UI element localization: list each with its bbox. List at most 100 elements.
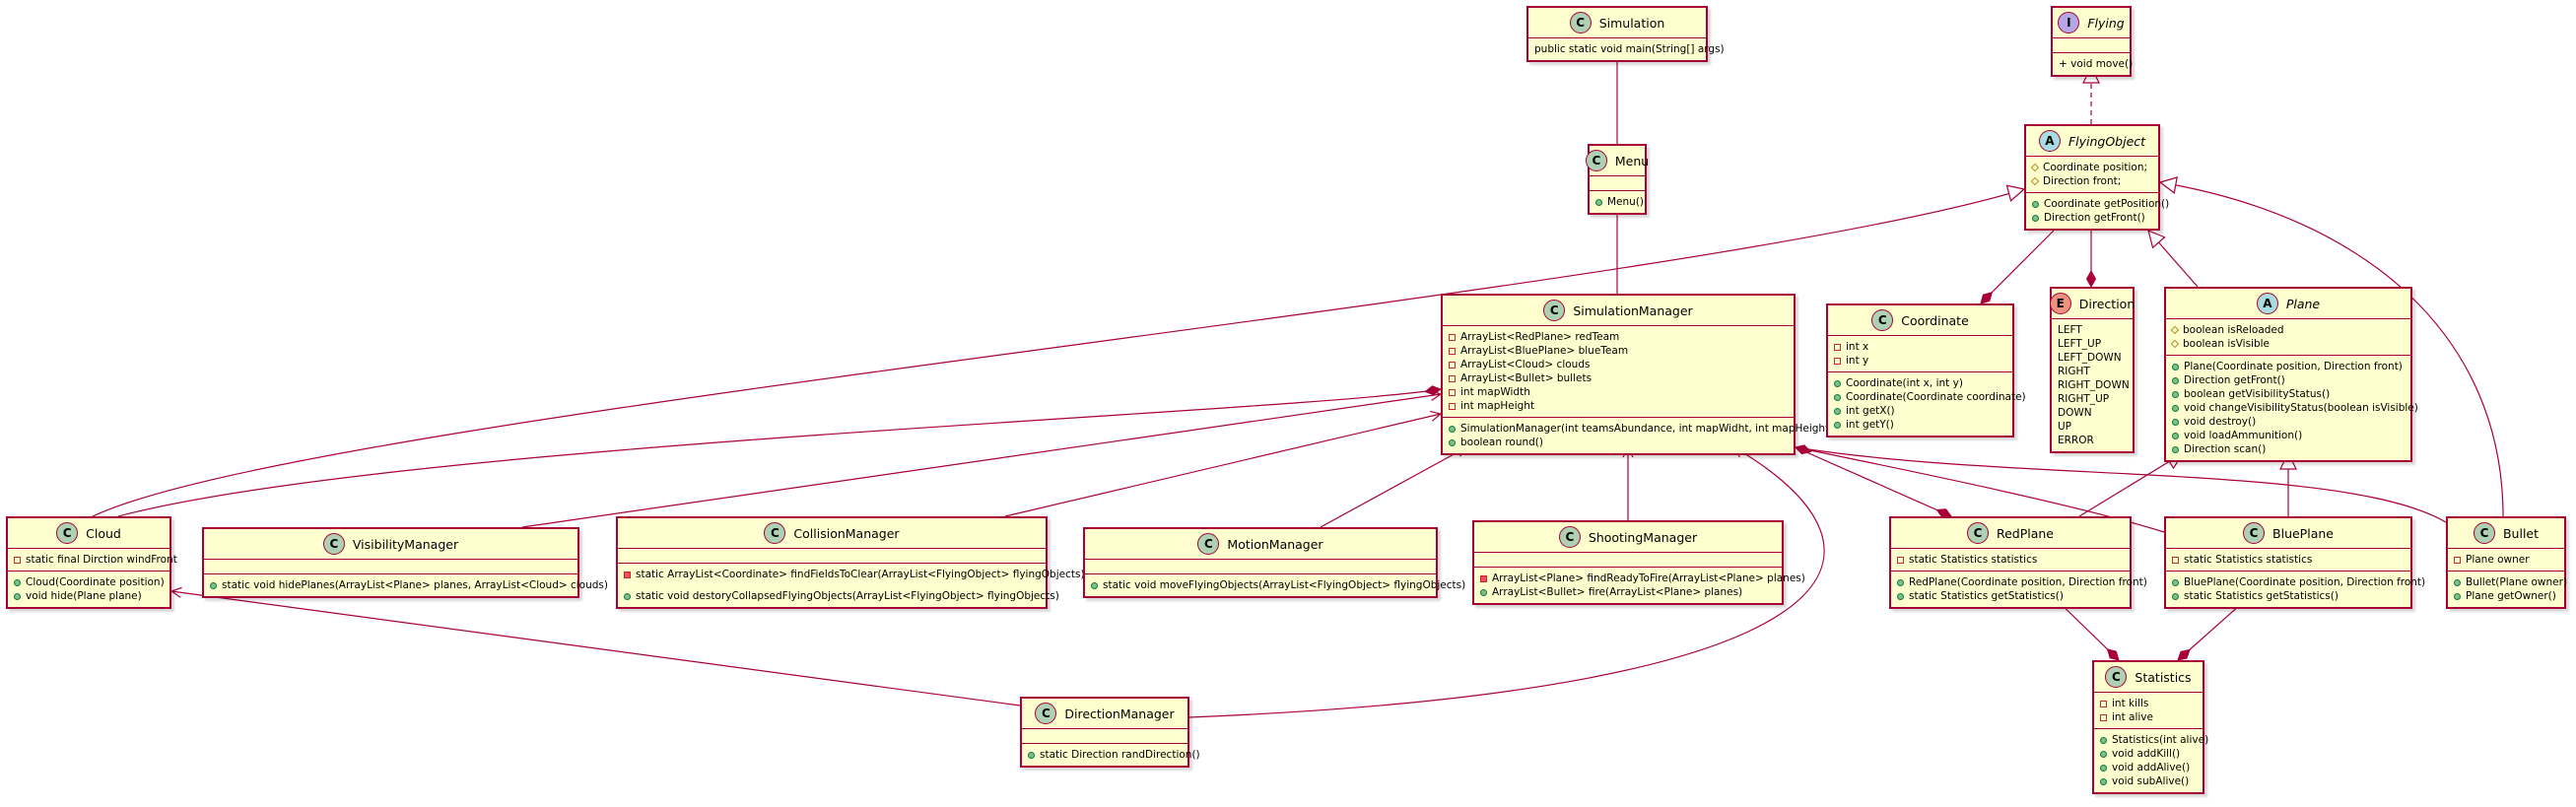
class-member: static Direction randDirection() xyxy=(1028,748,1200,762)
class-member: int getX() xyxy=(1834,404,2006,418)
member-text: ArrayList<Plane> findReadyToFire(ArrayLi… xyxy=(1492,572,1805,584)
public-visibility-icon xyxy=(210,581,217,589)
class-member: ArrayList<RedPlane> redTeam xyxy=(1449,330,1788,344)
member-text: int y xyxy=(1846,355,1869,367)
public-visibility-icon xyxy=(1028,751,1035,759)
class-member: Direction scan() xyxy=(2172,442,2405,456)
member-text: ArrayList<BluePlane> blueTeam xyxy=(1460,345,1629,357)
member-text: Direction front; xyxy=(2043,175,2122,187)
class-stereotype-icon: C xyxy=(2473,522,2495,544)
class-member: RIGHT_DOWN xyxy=(2058,378,2130,392)
public-visibility-icon xyxy=(1834,407,1841,415)
private-visibility-icon xyxy=(2100,713,2107,721)
member-text: Direction getFront() xyxy=(2184,374,2285,386)
public-visibility-icon xyxy=(14,592,21,600)
class-stereotype-icon: A xyxy=(2256,293,2278,314)
class-member: ArrayList<Cloud> clouds xyxy=(1449,358,1788,371)
class-members: static ArrayList<Coordinate> findFieldsT… xyxy=(618,564,1085,607)
private-visibility-icon xyxy=(1449,402,1456,410)
member-text: Coordinate position; xyxy=(2043,162,2148,173)
class-fields xyxy=(1590,176,1645,191)
class-members: Plane(Coordinate position, Direction fro… xyxy=(2166,356,2418,460)
class-member: boolean isVisible xyxy=(2170,337,2405,351)
class-member: RIGHT xyxy=(2058,365,2127,378)
class-member: Coordinate position; xyxy=(2030,161,2152,174)
arrow-head xyxy=(169,586,182,598)
member-text: SimulationManager(int teamsAbundance, in… xyxy=(1460,423,1834,435)
class-fields xyxy=(2053,38,2130,53)
public-visibility-icon xyxy=(2172,404,2179,412)
member-text: static final Dirction windFront xyxy=(26,554,177,566)
class-fields xyxy=(1085,560,1436,574)
member-text: UP xyxy=(2058,421,2072,433)
class-name: BluePlane xyxy=(2272,525,2334,541)
member-text: ArrayList<Cloud> clouds xyxy=(1460,359,1591,370)
class-member: UP xyxy=(2058,420,2127,434)
class-stereotype-icon: C xyxy=(1197,533,1220,555)
class-fields xyxy=(204,560,577,574)
member-text: Plane(Coordinate position, Direction fro… xyxy=(2184,361,2403,372)
public-visibility-icon xyxy=(1834,393,1841,401)
class-stereotype-icon: C xyxy=(322,533,345,555)
class-member: Menu() xyxy=(1595,195,1644,209)
protected-visibility-icon xyxy=(2170,325,2180,335)
member-text: static Statistics getStatistics() xyxy=(2184,590,2339,602)
class-member: Bullet(Plane owner) xyxy=(2454,575,2567,589)
class-name: Flying xyxy=(2087,15,2125,31)
private-visibility-icon xyxy=(2172,556,2179,564)
member-text: static void hidePlanes(ArrayList<Plane> … xyxy=(222,579,608,591)
class-member: RIGHT_UP xyxy=(2058,392,2127,406)
class-members: ArrayList<Plane> findReadyToFire(ArrayLi… xyxy=(1474,568,1805,603)
public-visibility-icon xyxy=(1897,592,1904,600)
class-member: int getY() xyxy=(1834,418,2006,432)
class-member: int x xyxy=(1834,340,2006,354)
member-text: ArrayList<Bullet> bullets xyxy=(1460,372,1593,384)
public-visibility-icon xyxy=(1449,425,1456,433)
protected-visibility-icon xyxy=(2030,163,2040,172)
class-member: Coordinate(int x, int y) xyxy=(1834,376,2006,390)
public-visibility-icon xyxy=(2032,200,2039,208)
public-visibility-icon xyxy=(14,578,21,586)
composition-diamond xyxy=(2085,269,2097,289)
class-member: SimulationManager(int teamsAbundance, in… xyxy=(1449,422,1833,436)
class-member: static final Dirction windFront xyxy=(14,553,177,567)
member-text: RedPlane(Coordinate position, Direction … xyxy=(1909,576,2147,588)
class-member: LEFT_UP xyxy=(2058,337,2127,351)
class-fields: static final Dirction windFront xyxy=(8,549,177,572)
private-visibility-icon xyxy=(1449,361,1456,369)
member-text: static ArrayList<Coordinate> findFieldsT… xyxy=(636,569,1085,580)
member-text: int mapHeight xyxy=(1460,400,1535,412)
class-stereotype-icon: I xyxy=(2058,12,2080,34)
class-member: Plane(Coordinate position, Direction fro… xyxy=(2172,360,2405,373)
public-visibility-icon xyxy=(2172,418,2179,426)
private-visibility-icon xyxy=(14,556,21,564)
class-member: public static void main(String[] args) xyxy=(1534,42,1725,56)
class-name: SimulationManager xyxy=(1573,303,1693,318)
class-member: boolean round() xyxy=(1449,436,1788,449)
class-stereotype-icon: C xyxy=(1871,309,1894,331)
member-text: void loadAmmunition() xyxy=(2184,430,2303,441)
inheritance-arrow-head xyxy=(2147,229,2166,249)
member-text: Coordinate(Coordinate coordinate) xyxy=(1846,391,2026,403)
class-members: public static void main(String[] args) xyxy=(1528,38,1725,60)
class-stereotype-icon: C xyxy=(1966,522,1989,544)
member-text: Cloud(Coordinate position) xyxy=(26,576,165,588)
